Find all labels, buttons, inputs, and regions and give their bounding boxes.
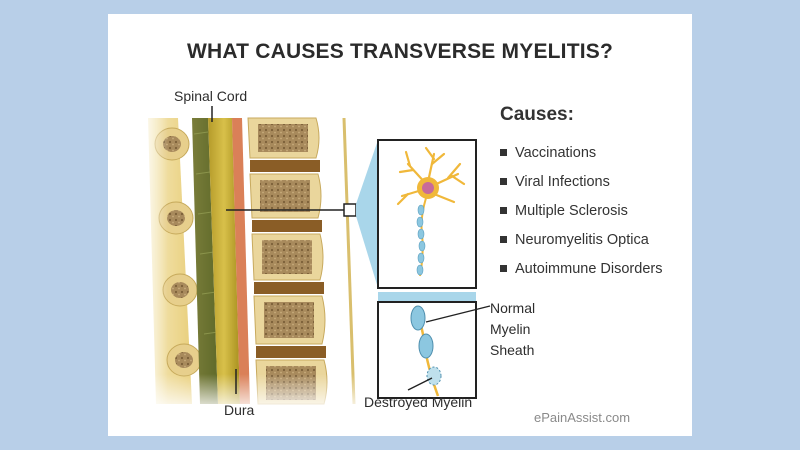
anterior-ligament xyxy=(342,117,356,405)
spinal-cord xyxy=(208,118,240,404)
bullet-icon xyxy=(500,149,507,156)
zoom-connector xyxy=(378,292,476,302)
myelin-axon xyxy=(410,305,442,397)
causes-list: Vaccinations Viral Infections Multiple S… xyxy=(500,138,662,283)
watermark: ePainAssist.com xyxy=(534,410,631,425)
dura-label: Dura xyxy=(224,402,255,418)
cause-item: Viral Infections xyxy=(500,167,662,196)
cause-item: Autoimmune Disorders xyxy=(500,254,662,283)
bullet-icon xyxy=(500,207,507,214)
diagram-card: WHAT CAUSES TRANSVERSE MYELITIS? xyxy=(108,14,692,436)
spine-illustration xyxy=(138,106,491,414)
causes-heading: Causes: xyxy=(500,104,574,125)
neuron-cell xyxy=(396,146,466,277)
normal-myelin-label: Normal Myelin Sheath xyxy=(490,300,536,358)
bullet-icon xyxy=(500,265,507,272)
normal-myelin-pointer xyxy=(425,305,491,323)
cause-item: Vaccinations xyxy=(500,138,662,167)
cause-item: Neuromyelitis Optica xyxy=(500,225,662,254)
zoom-marker xyxy=(343,203,357,217)
cause-item: Multiple Sclerosis xyxy=(500,196,662,225)
destroyed-myelin-label: Destroyed Myelin xyxy=(364,394,473,410)
diagram-title: WHAT CAUSES TRANSVERSE MYELITIS? xyxy=(186,40,614,63)
bullet-icon xyxy=(500,236,507,243)
zoom-wedge xyxy=(356,140,378,288)
bullet-icon xyxy=(500,178,507,185)
neuron-panel xyxy=(377,139,477,289)
dura-sheath xyxy=(232,118,250,404)
destroyed-myelin-pointer xyxy=(407,377,433,391)
vertebral-bodies xyxy=(247,117,328,405)
spinal-cord-label: Spinal Cord xyxy=(174,88,248,104)
